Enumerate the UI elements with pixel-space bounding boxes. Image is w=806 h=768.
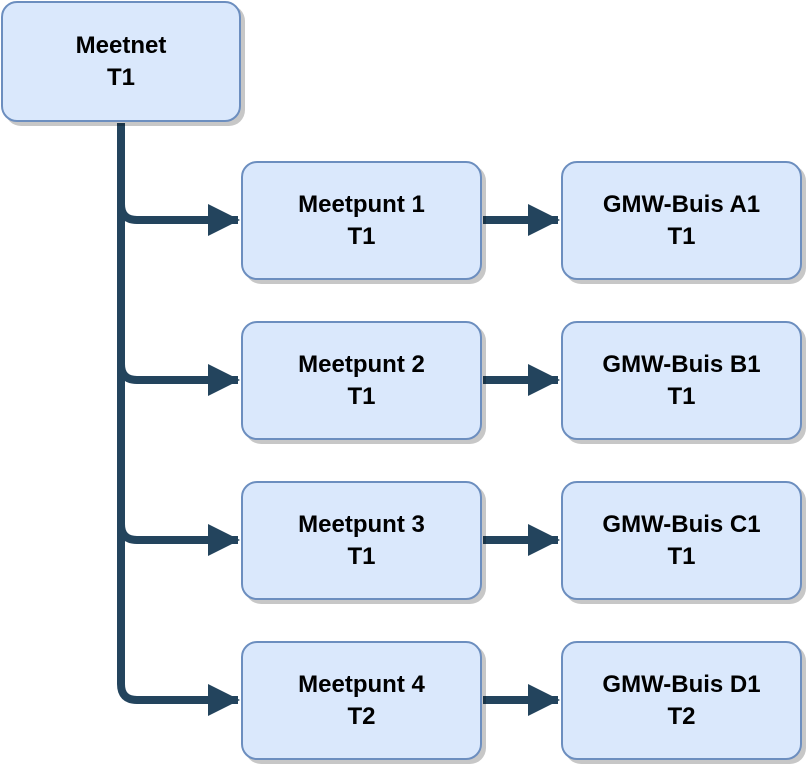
meetnet-node[interactable]: Meetnet T1: [1, 1, 241, 122]
meetpunt-3-node[interactable]: Meetpunt 3 T1: [241, 481, 482, 600]
meetpunt-1-name: Meetpunt 1: [298, 190, 425, 218]
meetpunt-2-tag: T1: [347, 382, 376, 410]
meetpunt-1-node[interactable]: Meetpunt 1 T1: [241, 161, 482, 280]
gmw-buis-c1-node[interactable]: GMW-Buis C1 T1: [561, 481, 802, 600]
branch-connector-2: [117, 363, 240, 396]
gmw-buis-a1-tag: T1: [667, 222, 696, 250]
gmw-buis-a1-node[interactable]: GMW-Buis A1 T1: [561, 161, 802, 280]
trunk-connector: [117, 123, 240, 716]
gmw-buis-b1-tag: T1: [667, 382, 696, 410]
gmw-buis-d1-tag: T2: [667, 702, 696, 730]
gmw-buis-b1-node[interactable]: GMW-Buis B1 T1: [561, 321, 802, 440]
gmw-buis-c1-tag: T1: [667, 542, 696, 570]
gmw-buis-b1-name: GMW-Buis B1: [602, 350, 761, 378]
branch-connector-1: [117, 203, 240, 236]
meetpunt-1-tag: T1: [347, 222, 376, 250]
meetnet-node-tag: T1: [106, 63, 135, 91]
gmw-buis-d1-node[interactable]: GMW-Buis D1 T2: [561, 641, 802, 760]
meetpunt-3-tag: T1: [347, 542, 376, 570]
gmw-buis-c1-name: GMW-Buis C1: [602, 510, 761, 538]
meetpunt-4-name: Meetpunt 4: [298, 670, 425, 698]
branch-connector-3: [117, 523, 240, 556]
meetnet-node-name: Meetnet: [75, 31, 167, 59]
meetpunt-2-name: Meetpunt 2: [298, 350, 425, 378]
meetpunt-4-tag: T2: [347, 702, 376, 730]
meetpunt-3-name: Meetpunt 3: [298, 510, 425, 538]
meetpunt-2-node[interactable]: Meetpunt 2 T1: [241, 321, 482, 440]
meetpunt-4-node[interactable]: Meetpunt 4 T2: [241, 641, 482, 760]
gmw-buis-a1-name: GMW-Buis A1: [602, 190, 761, 218]
gmw-buis-d1-name: GMW-Buis D1: [602, 670, 761, 698]
